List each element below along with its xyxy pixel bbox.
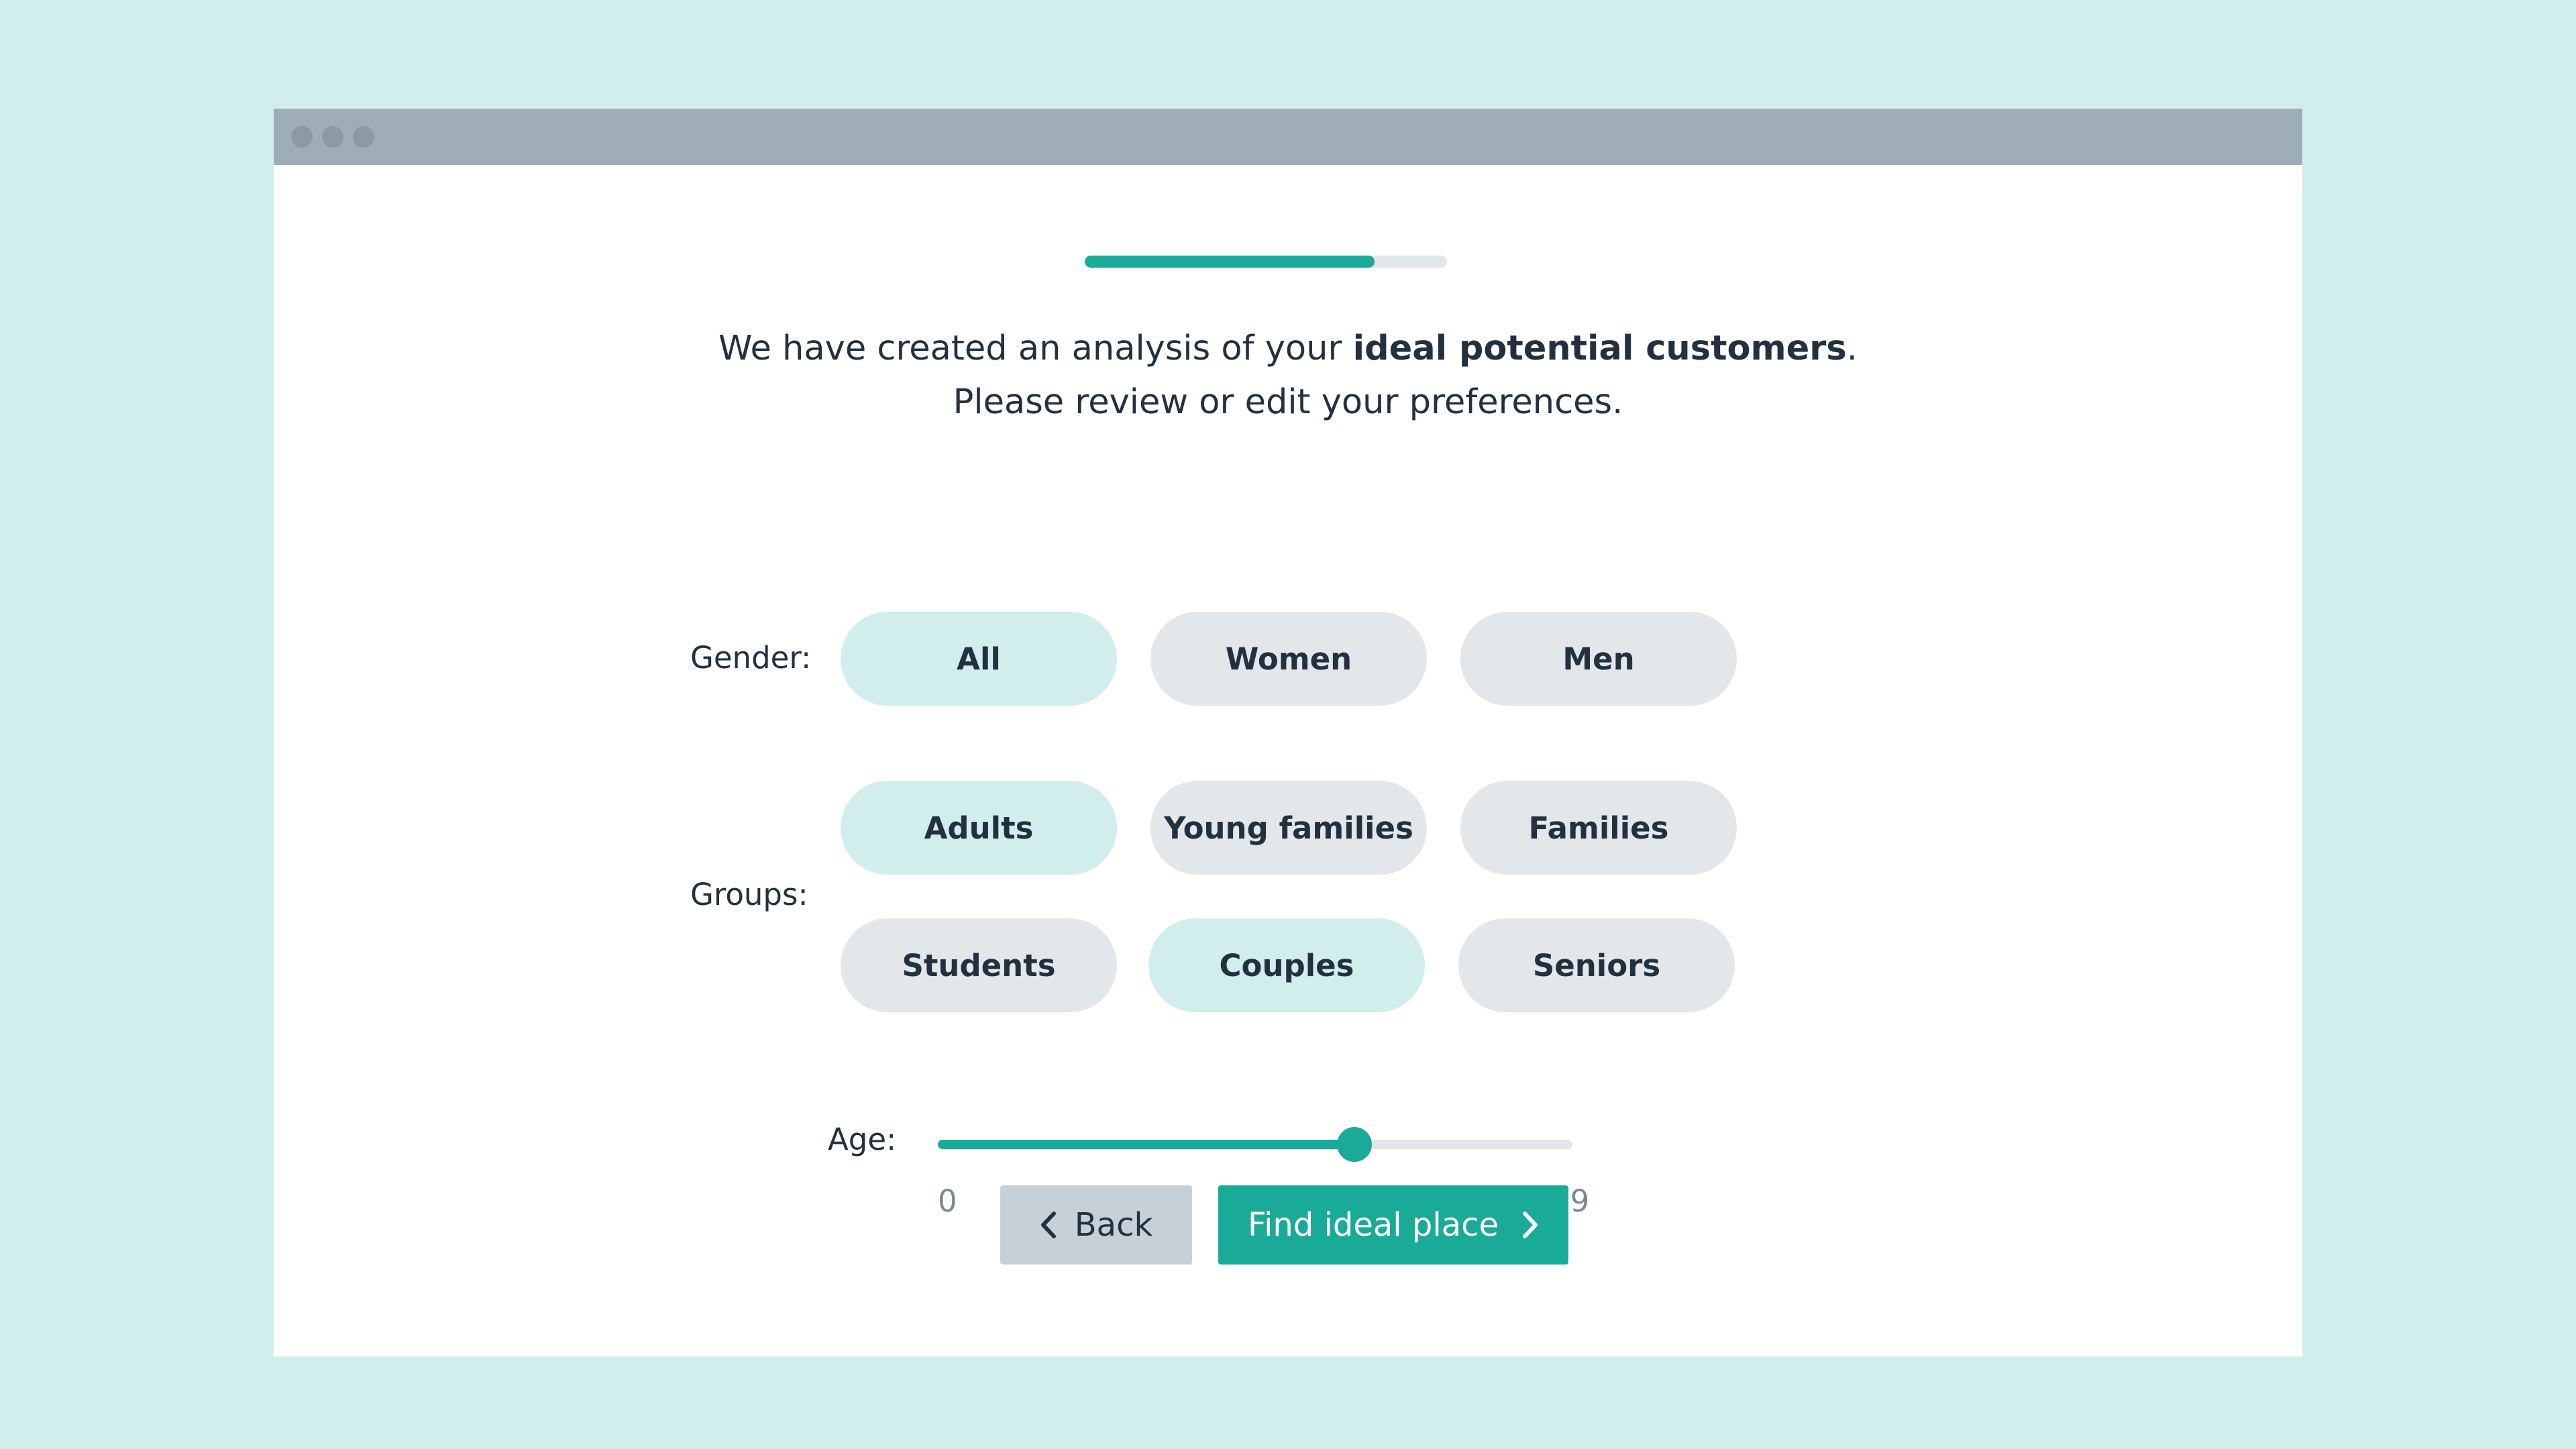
window-minimize-dot[interactable] (322, 126, 343, 148)
window-maximize-dot[interactable] (353, 126, 374, 148)
gender-label: Gender: (690, 640, 812, 676)
app-window: We have created an analysis of your idea… (274, 109, 2302, 1356)
heading-text-prefix: We have created an analysis of your (718, 329, 1353, 368)
find-ideal-place-button[interactable]: Find ideal place (1218, 1185, 1568, 1265)
page-heading: We have created an analysis of your idea… (274, 322, 2302, 429)
back-button[interactable]: Back (1000, 1185, 1192, 1265)
back-button-label: Back (1074, 1206, 1153, 1244)
age-label: Age: (828, 1122, 897, 1157)
age-slider-handle[interactable] (1337, 1127, 1373, 1162)
progress-bar (1085, 256, 1447, 268)
heading-text-emphasis: ideal potential customers (1352, 329, 1847, 368)
age-min-label: 0 (938, 1183, 957, 1219)
age-slider-track[interactable] (938, 1140, 1572, 1149)
gender-option-men[interactable]: Men (1460, 612, 1737, 706)
gender-option-all[interactable]: All (841, 612, 1117, 706)
heading-text-suffix: . (1846, 329, 1858, 368)
group-option-students[interactable]: Students (841, 918, 1117, 1012)
group-option-families[interactable]: Families (1460, 781, 1737, 875)
window-close-dot[interactable] (291, 126, 313, 148)
gender-option-women[interactable]: Women (1150, 612, 1427, 706)
chevron-left-icon (1040, 1211, 1057, 1239)
progress-bar-fill (1085, 256, 1375, 268)
group-option-young-families[interactable]: Young families (1150, 781, 1427, 875)
age-slider-fill (938, 1140, 1355, 1149)
heading-subtitle: Please review or edit your preferences. (953, 382, 1623, 422)
group-option-seniors[interactable]: Seniors (1458, 918, 1735, 1012)
chevron-right-icon (1521, 1211, 1539, 1239)
group-option-couples[interactable]: Couples (1148, 918, 1425, 1012)
group-option-adults[interactable]: Adults (841, 781, 1117, 875)
find-ideal-place-label: Find ideal place (1247, 1206, 1499, 1244)
window-titlebar (274, 109, 2302, 165)
groups-label: Groups: (690, 877, 808, 912)
